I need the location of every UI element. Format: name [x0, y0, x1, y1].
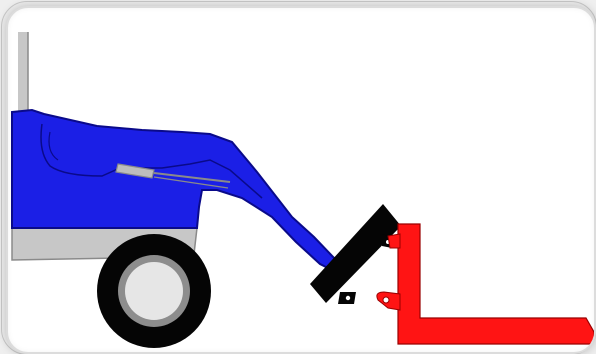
mast-post: [18, 32, 28, 118]
fork-hook-upper: [387, 233, 401, 249]
hydraulic-cylinder: [115, 163, 155, 179]
fork-hook-pin: [382, 296, 390, 304]
loader-illustration: [11, 32, 594, 348]
fork-frame: [397, 223, 594, 345]
wheel-icon: [97, 234, 211, 348]
illustration-card: [6, 6, 596, 354]
body-contour-inner: [48, 131, 59, 161]
cylinder-rod: [153, 172, 231, 183]
pallet-fork-icon: [376, 223, 594, 345]
coupler-plate: [310, 204, 401, 303]
hub: [125, 262, 183, 320]
body-contour: [40, 123, 263, 199]
cylinder-rod-2: [153, 176, 229, 189]
coupler-pin-lower: [345, 295, 351, 301]
